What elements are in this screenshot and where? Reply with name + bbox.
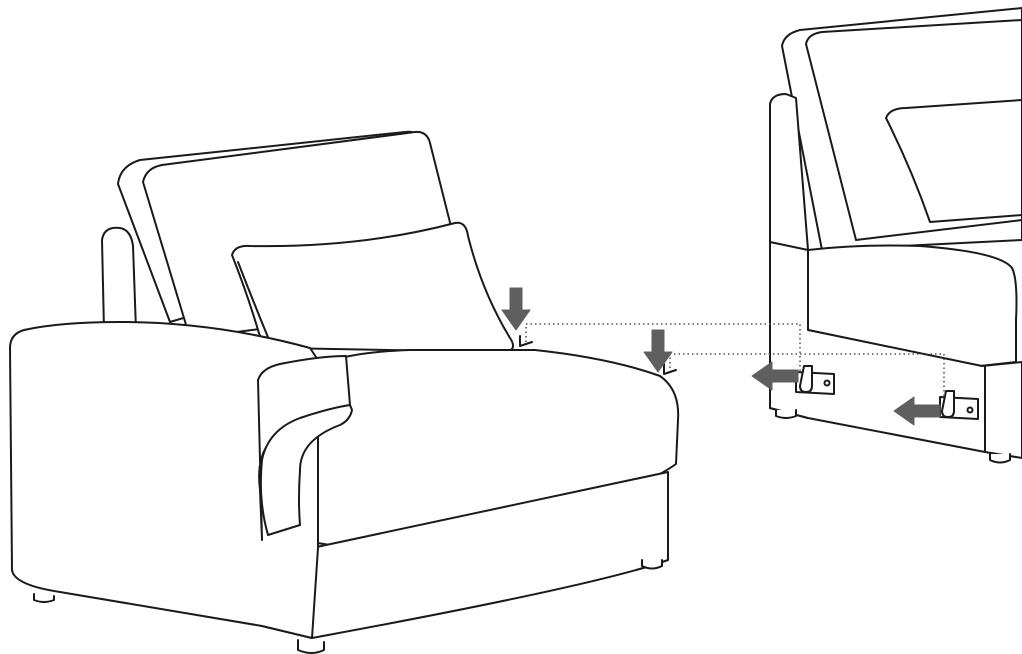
bracket-screw (823, 379, 831, 387)
foot-left (33, 593, 55, 603)
foot-2a (775, 409, 797, 419)
pillow-2 (885, 99, 1022, 223)
pillow-seam (237, 261, 271, 343)
left-arrow (751, 361, 799, 391)
connector-bracket (795, 365, 835, 395)
sofa-armrest-section (9, 130, 680, 654)
connector-bracket (939, 390, 979, 420)
bracket-screw (966, 406, 974, 414)
seat-cushion-2 (807, 244, 1018, 367)
down-arrow (501, 287, 531, 331)
armrest-roll (259, 404, 353, 536)
foot-right (641, 559, 663, 570)
foot-2b (989, 453, 1011, 464)
armrest-outer-side (9, 321, 319, 639)
corner-marker (519, 335, 533, 347)
down-arrow (643, 329, 673, 373)
seat-base (261, 471, 669, 639)
corner-marker (663, 363, 677, 375)
left-arrow (893, 396, 941, 426)
far-armrest (101, 226, 137, 331)
foot-front (297, 639, 325, 654)
dotted-guide-line (525, 323, 801, 372)
sofa-middle-section (769, 7, 1022, 464)
